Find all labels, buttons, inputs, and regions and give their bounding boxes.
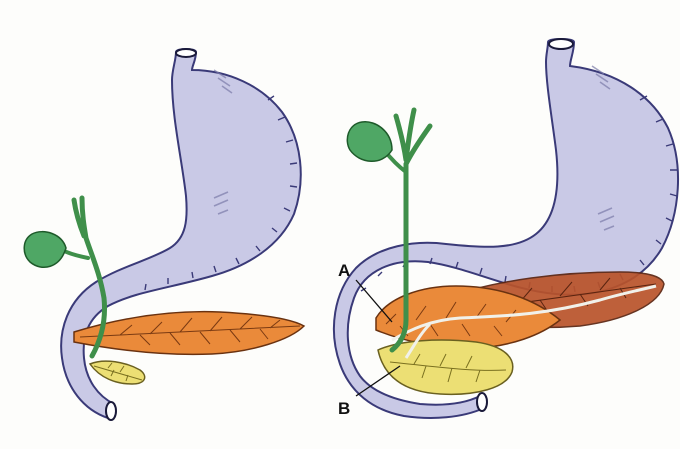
right-duodenum-opening xyxy=(477,393,487,411)
left-cystic-duct xyxy=(62,250,88,258)
label-b: B xyxy=(338,399,350,418)
left-pancreas xyxy=(74,312,304,355)
right-esophagus-opening xyxy=(549,39,573,49)
left-esophagus-opening xyxy=(176,49,196,57)
label-a: A xyxy=(338,261,350,280)
label-a-leader xyxy=(356,280,392,322)
left-panel xyxy=(24,49,304,420)
right-gallbladder xyxy=(347,122,392,161)
left-duodenum-opening xyxy=(106,402,116,420)
right-panel: A B xyxy=(334,39,678,418)
left-gallbladder xyxy=(24,232,66,268)
